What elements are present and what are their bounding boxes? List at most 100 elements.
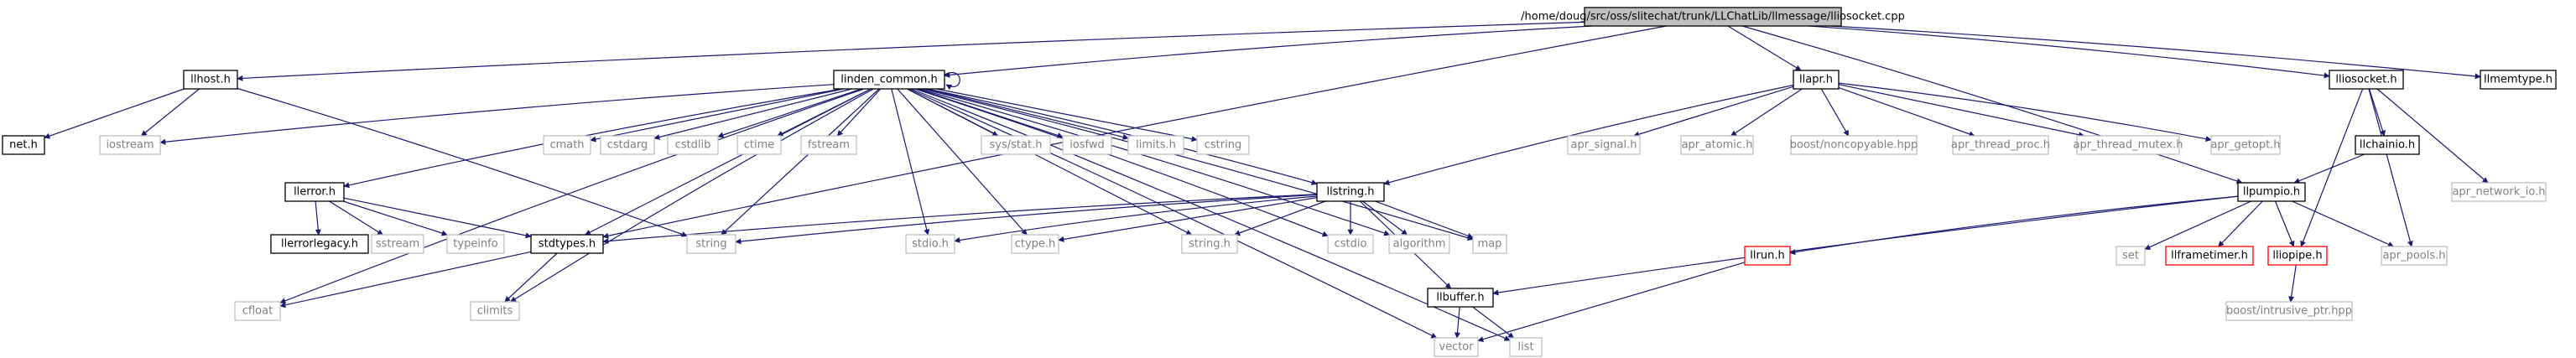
node-lliosocket[interactable]: lliosocket.h <box>2329 70 2404 90</box>
edge-llapr-to-apr_atomic <box>1730 88 1803 137</box>
node-box <box>1327 234 1374 254</box>
edge-linden_common-to-iostream <box>159 84 835 145</box>
edge-linden_common-to-list <box>910 88 1511 341</box>
edge-linden_common-to-climits <box>510 88 874 303</box>
edge-linden_common-to-stdtypes <box>584 88 872 236</box>
node-box[interactable] <box>2237 182 2306 202</box>
node-cstdarg: cstdarg <box>600 135 655 155</box>
edge-llstring-to-stdio <box>954 195 1318 243</box>
node-box[interactable] <box>530 234 604 254</box>
node-apr-signal: apr_signal.h <box>1567 135 1641 155</box>
edge-llhost-to-neth <box>44 88 185 139</box>
edge-lliosocket-to-apr_network_io <box>2376 88 2489 184</box>
node-label: ctype.h <box>1015 238 1056 251</box>
edge-llstring-to-ctype <box>1058 197 1318 242</box>
node-llhost[interactable]: llhost.h <box>183 70 238 90</box>
node-box[interactable] <box>284 182 345 202</box>
node-iosfwd: iosfwd <box>1062 135 1112 155</box>
edge-root-to-linden_common <box>944 25 1593 78</box>
node-label: fstream <box>808 139 850 152</box>
node-label: apr_signal.h <box>1571 139 1637 152</box>
node-box[interactable] <box>270 234 369 254</box>
edge-llapr-to-llstring <box>1383 84 1794 186</box>
edge-root-to-llhost <box>237 21 1585 81</box>
node-label: linden_common.h <box>840 74 937 86</box>
node-box[interactable] <box>1744 246 1791 266</box>
node-sysstat: sys/stat.h <box>981 135 1051 155</box>
node-label: apr_getopt.h <box>2210 139 2280 152</box>
node-box[interactable] <box>1427 288 1494 308</box>
node-box[interactable] <box>2480 70 2557 90</box>
node-label: apr_thread_mutex.h <box>2073 139 2183 152</box>
node-box <box>800 135 857 155</box>
edge-llbuffer-to-list <box>1472 306 1515 339</box>
node-llerror[interactable]: llerror.h <box>284 182 345 202</box>
node-box[interactable] <box>833 70 945 90</box>
node-vector: vector <box>1434 337 1479 357</box>
node-cstring: cstring <box>1196 135 1250 155</box>
edge-linden_common-to-string <box>721 88 880 236</box>
node-llrun[interactable]: llrun.h <box>1744 246 1791 266</box>
node-box[interactable] <box>1584 7 1842 27</box>
node-box <box>2451 182 2547 202</box>
node-ctime: ctime <box>736 135 782 155</box>
node-root[interactable]: /home/doug/src/oss/slitechat/trunk/LLCha… <box>1521 7 1905 27</box>
node-box[interactable] <box>2 135 45 155</box>
node-llstring[interactable]: llstring.h <box>1316 182 1385 202</box>
node-llframetimer[interactable]: llframetimer.h <box>2165 246 2254 266</box>
node-label: llframetimer.h <box>2171 250 2248 262</box>
node-llbuffer[interactable]: llbuffer.h <box>1427 288 1494 308</box>
node-fstream: fstream <box>800 135 857 155</box>
node-box[interactable] <box>1793 70 1840 90</box>
node-label: sstream <box>376 238 419 251</box>
edge-linden_common-to-iosfwd <box>917 88 1064 138</box>
node-typeinfo: typeinfo <box>446 234 505 254</box>
node-box[interactable] <box>2355 135 2420 155</box>
node-llchainio[interactable]: llchainio.h <box>2355 135 2420 155</box>
node-box[interactable] <box>2165 246 2254 266</box>
edge-llapr-to-apr_signal <box>1633 86 1794 137</box>
node-stringh: string.h <box>1181 234 1238 254</box>
node-label: llhost.h <box>190 74 231 86</box>
edge-llerror-to-typeinfo <box>342 200 448 236</box>
node-label: apr_pools.h <box>2383 250 2446 262</box>
node-llpumpio[interactable]: llpumpio.h <box>2237 182 2306 202</box>
node-box[interactable] <box>183 70 238 90</box>
node-boost-noncopyable: boost/noncopyable.hpp <box>1790 135 1918 155</box>
edge-linden_common-to-map <box>923 88 1474 241</box>
node-label: string.h <box>1189 238 1231 251</box>
node-apr-pools: apr_pools.h <box>2381 246 2448 266</box>
node-linden-common[interactable]: linden_common.h <box>833 70 945 90</box>
node-box <box>1196 135 1250 155</box>
node-boost-intrusive: boost/intrusive_ptr.hpp <box>2225 301 2353 321</box>
node-llerrorlegacy[interactable]: llerrorlegacy.h <box>270 234 369 254</box>
edge-linden_common-to-llstring <box>926 88 1318 185</box>
node-label: ctime <box>744 139 775 152</box>
node-label: vector <box>1439 341 1474 354</box>
node-label: limits.h <box>1136 139 1176 152</box>
node-label: apr_thread_proc.h <box>1951 139 2050 152</box>
node-apr-thread-mutex: apr_thread_mutex.h <box>2073 135 2183 155</box>
node-lliopipe[interactable]: lliopipe.h <box>2267 246 2328 266</box>
node-llmemtype[interactable]: llmemtype.h <box>2480 70 2557 90</box>
node-label: /home/doug/src/oss/slitechat/trunk/LLCha… <box>1521 11 1905 23</box>
node-apr-getopt: apr_getopt.h <box>2210 135 2281 155</box>
node-stdtypes[interactable]: stdtypes.h <box>530 234 604 254</box>
node-label: cstdio <box>1335 238 1367 251</box>
node-label: iosfwd <box>1069 139 1105 152</box>
node-box[interactable] <box>1316 182 1385 202</box>
node-box[interactable] <box>2329 70 2404 90</box>
edge-root-to-llpumpio <box>1741 25 2243 184</box>
node-neth[interactable]: net.h <box>2 135 45 155</box>
node-label: cstdarg <box>607 139 648 152</box>
node-label: net.h <box>9 139 38 152</box>
edge-llrun-to-vector <box>1477 262 1746 342</box>
node-box[interactable] <box>2267 246 2328 266</box>
edge-llapr-to-boost_noncopyable <box>1820 88 1850 137</box>
node-box <box>1567 135 1641 155</box>
node-llapr[interactable]: llapr.h <box>1793 70 1840 90</box>
node-label: stdtypes.h <box>539 238 596 251</box>
edge-linden_common-to-stringh <box>907 88 1193 236</box>
edge-llbuffer-to-vector <box>1454 306 1460 339</box>
